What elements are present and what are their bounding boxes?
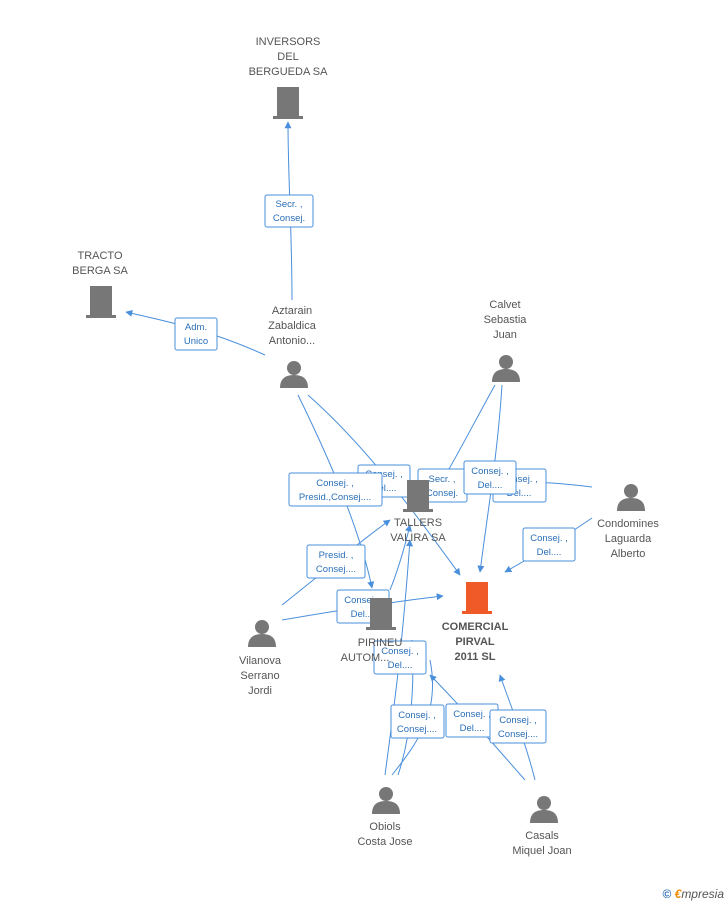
node-label: BERGUEDA SA [249,66,329,78]
relation-box[interactable]: Consej. , Del.... [522,527,576,562]
building-icon [273,87,303,119]
node-label: TRACTO [77,250,122,262]
brand-logo-text: mpresia [681,887,724,901]
relation-line: Consej. , [381,646,419,657]
node-label: Juan [493,329,517,341]
person-icon [372,787,400,814]
relation-line: Consej.... [316,564,356,575]
node-label: 2011 SL [455,651,496,663]
node-label: Costa Jose [357,836,412,848]
node-label: Miquel Joan [512,845,571,857]
relation-line: Consej. , [500,474,538,485]
relation-line: Consej. , [365,469,403,480]
node-label: BERGA SA [72,265,128,277]
node-label: Sebastia [484,314,528,326]
edges [125,121,593,781]
node-calvet[interactable]: Calvet Sebastia Juan [484,299,528,382]
node-casals[interactable]: Casals Miquel Joan [512,796,572,857]
node-label: Casals [525,830,559,842]
footer-brand: © €mpresia [662,887,724,901]
relation-box[interactable]: Consej. , Consej.... [489,709,547,744]
copyright-icon: © [662,887,672,901]
relation-line: Secr. , [276,199,303,210]
node-obiols[interactable]: Obiols Costa Jose [357,787,413,848]
relation-box[interactable]: Consej. , Del.... [463,460,517,495]
node-label: Aztarain [272,305,312,317]
building-icon [403,480,433,512]
relation-box[interactable]: Consej. , Consej.... [390,704,445,739]
relation-line: Consej. , [453,709,491,720]
node-label: TALLERS [394,517,442,529]
node-label: AUTOM... [341,652,390,664]
node-label: Laguarda [605,533,652,545]
relation-line: Consej. [426,488,458,499]
relation-line: Consej. , [344,595,382,606]
node-vilanova[interactable]: Vilanova Serrano Jordi [239,620,282,697]
person-icon [617,484,645,511]
relation-line: Del.... [460,723,485,734]
node-label: COMERCIAL [442,621,509,633]
relation-box[interactable]: Secr. , Consej. [264,194,314,228]
relation-line: Unico [184,336,208,347]
node-label: Obiols [369,821,401,833]
node-label: Vilanova [239,655,282,667]
relation-line: Consej. , [499,715,537,726]
relation-box[interactable]: Adm. Unico [174,317,218,351]
relation-line: Consej. , [398,710,436,721]
relation-line: Consej.... [498,729,538,740]
node-label: Antonio... [269,335,315,347]
edge-pirineu-tallers [389,524,412,591]
node-tracto[interactable]: TRACTO BERGA SA [72,250,128,318]
relation-line: Del.... [388,660,413,671]
person-icon [280,361,308,388]
relation-line: Consej. [273,213,305,224]
person-icon [492,355,520,382]
node-label: PIRVAL [455,636,495,648]
node-label: Condomines [597,518,659,530]
node-tallers[interactable]: TALLERS VALIRA SA [390,480,446,544]
node-condomines[interactable]: Condomines Laguarda Alberto [597,484,659,560]
relation-line: Del.... [537,547,562,558]
node-label: INVERSORS [256,36,321,48]
relation-line: Consej. , [530,533,568,544]
node-label: VALIRA SA [390,532,446,544]
relation-line: Secr. , [429,474,456,485]
person-icon [530,796,558,823]
building-icon [462,582,492,614]
node-pirineu[interactable]: PIRINEU AUTOM... [341,598,403,664]
node-label: Alberto [611,548,646,560]
person-icon [248,620,276,647]
relation-line: Adm. [185,322,207,333]
node-label: Jordi [248,685,272,697]
node-aztarain[interactable]: Aztarain Zabaldica Antonio... [268,305,317,388]
relation-box[interactable]: Consej. , Del.... [445,703,499,738]
node-label: Zabaldica [268,320,317,332]
building-icon [86,286,116,318]
node-label: Calvet [489,299,520,311]
node-comercial[interactable]: COMERCIAL PIRVAL 2011 SL [442,582,509,663]
node-label: Serrano [240,670,279,682]
relation-box[interactable]: Presid. , Consej.... [306,544,366,579]
relation-line: Del.... [372,483,397,494]
relation-line: Del.... [507,488,532,499]
relation-line: Del.... [478,480,503,491]
relation-line: Consej.... [397,724,437,735]
relation-line: Presid. , [319,550,354,561]
relation-line: Consej. , [316,478,354,489]
node-inversors[interactable]: INVERSORS DEL BERGUEDA SA [249,36,329,119]
node-label: PIRINEU [358,637,403,649]
relation-box[interactable]: Consej. , Presid.,Consej.... [288,472,383,507]
relation-line: Del.... [351,609,376,620]
building-icon [366,598,396,630]
relation-line: Presid.,Consej.... [299,492,371,503]
node-label: DEL [277,51,298,63]
brand-logo-letter: € [674,887,682,901]
relation-box[interactable]: Consej. , Del.... [373,640,427,675]
relation-line: Consej. , [471,466,509,477]
